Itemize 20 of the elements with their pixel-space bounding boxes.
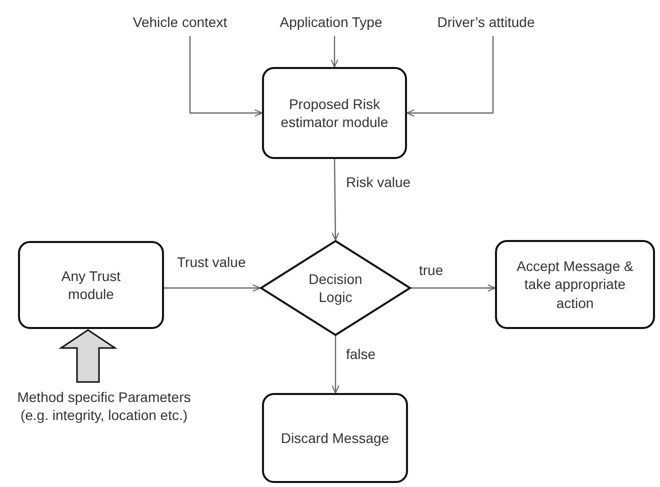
process-box: Proposed Risk estimator module — [262, 67, 407, 159]
process-box: Accept Message & take appropriate action — [495, 240, 655, 329]
arrow — [189, 36, 263, 117]
decision-diamond: Decision Logic — [260, 240, 411, 336]
edge-label: Risk value — [345, 174, 412, 190]
process-box: Discard Message — [262, 393, 408, 483]
arrow — [332, 159, 340, 241]
input-label: Application Type — [268, 12, 394, 32]
input-label: Method specific Parameters (e.g. integrity, location etc.) — [4, 384, 204, 428]
edge-label: false — [345, 346, 377, 362]
block-arrow — [58, 329, 118, 383]
process-box: Any Trust module — [18, 241, 164, 329]
arrow — [406, 36, 494, 117]
arrow — [330, 36, 338, 68]
input-label: Vehicle context — [120, 12, 240, 32]
arrow — [332, 336, 340, 394]
edge-label: Trust value — [176, 254, 247, 270]
arrow — [164, 284, 261, 292]
input-label: Driver’s attitude — [424, 12, 548, 32]
arrow — [411, 284, 496, 292]
